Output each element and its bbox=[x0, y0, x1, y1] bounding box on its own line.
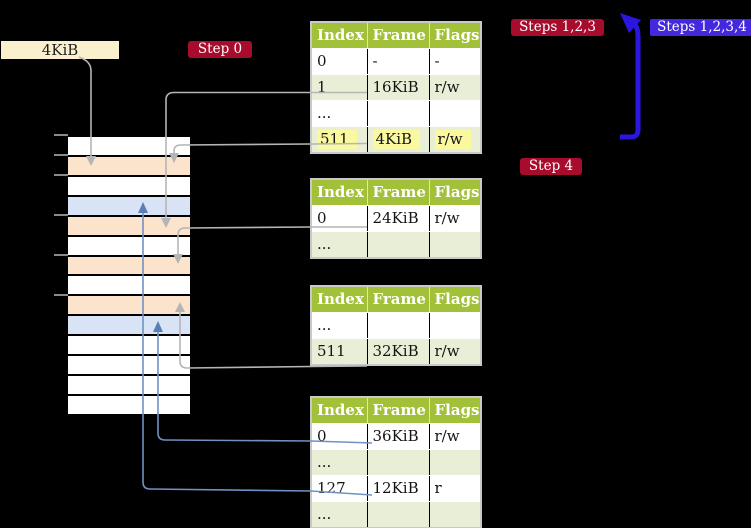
table-header-frame: Frame bbox=[366, 22, 429, 49]
memory-strip bbox=[68, 137, 190, 414]
table-cell bbox=[366, 501, 429, 528]
table-row: 0-- bbox=[311, 48, 481, 75]
table-row: 511 4KiB r/w bbox=[311, 126, 481, 154]
table-cell: 0 bbox=[311, 205, 367, 232]
memory-frame-row-white bbox=[68, 395, 190, 414]
table-cell: ... bbox=[311, 501, 367, 528]
memory-frame-row-blue bbox=[68, 316, 190, 335]
table-cell: - bbox=[428, 48, 481, 75]
table-row: ... bbox=[311, 312, 481, 339]
memory-frame-row-white bbox=[68, 376, 190, 394]
memory-tick bbox=[54, 294, 68, 296]
memory-frame-row-peach bbox=[68, 216, 190, 235]
table-cell bbox=[428, 449, 481, 476]
table-cell: r/w bbox=[428, 126, 481, 154]
table-cell: r/w bbox=[428, 74, 481, 101]
memory-frame-row-white bbox=[68, 356, 190, 375]
table-cell: 511 bbox=[311, 338, 367, 366]
memory-tick bbox=[54, 254, 68, 256]
table-cell: ... bbox=[311, 100, 367, 127]
table-cell: 32KiB bbox=[366, 338, 429, 366]
table-cell: ... bbox=[311, 231, 367, 259]
table-header-index: Index bbox=[311, 179, 367, 206]
table-header-index: Index bbox=[311, 397, 367, 424]
highlighted-value: 511 bbox=[317, 129, 357, 149]
table-cell: 4KiB bbox=[366, 126, 429, 154]
table-cell bbox=[366, 231, 429, 259]
table-row: ... bbox=[311, 100, 481, 127]
memory-tick bbox=[54, 214, 68, 216]
table-cell: 0 bbox=[311, 423, 367, 450]
table-cell: 16KiB bbox=[366, 74, 429, 101]
table-cell: 1 bbox=[311, 74, 367, 101]
memory-frame-row-white bbox=[68, 137, 190, 155]
table-cell: r/w bbox=[428, 205, 481, 232]
memory-frame-row-blue bbox=[68, 196, 190, 215]
table-header-flags: Flags bbox=[428, 22, 481, 49]
memory-frame-row-white bbox=[68, 336, 190, 355]
highlighted-value: 4KiB bbox=[372, 129, 421, 149]
table-header-index: Index bbox=[311, 22, 367, 49]
table-cell: 36KiB bbox=[366, 423, 429, 450]
loopback-arrow bbox=[620, 17, 641, 140]
memory-frame-row-white bbox=[68, 276, 190, 295]
table-header-flags: Flags bbox=[428, 179, 481, 206]
table-cell bbox=[428, 100, 481, 127]
table-header-flags: Flags bbox=[428, 397, 481, 424]
memory-tick bbox=[54, 154, 68, 156]
table-cell: 0 bbox=[311, 48, 367, 75]
table-cell: - bbox=[366, 48, 429, 75]
step4-badge: Step 4 bbox=[520, 158, 582, 175]
table-row: ... bbox=[311, 231, 481, 259]
table-row: ... bbox=[311, 501, 481, 528]
table-header-index: Index bbox=[311, 286, 367, 313]
table-cell bbox=[366, 449, 429, 476]
table-cell bbox=[428, 231, 481, 259]
table-cell: 24KiB bbox=[366, 205, 429, 232]
table-cell: r/w bbox=[428, 338, 481, 366]
table-row: ... bbox=[311, 449, 481, 476]
loopback-arrowhead bbox=[620, 13, 641, 33]
table-cell bbox=[366, 100, 429, 127]
table-cell: ... bbox=[311, 449, 367, 476]
table-cell: ... bbox=[311, 312, 367, 339]
table-cell: r bbox=[428, 475, 481, 502]
table-header-frame: Frame bbox=[366, 286, 429, 313]
steps1234-badge: Steps 1,2,3,4 bbox=[650, 19, 751, 36]
memory-frame-row-white bbox=[68, 176, 190, 195]
table-cell: 12KiB bbox=[366, 475, 429, 502]
table-header-frame: Frame bbox=[366, 179, 429, 206]
steps123-badge: Steps 1,2,3 bbox=[511, 19, 604, 36]
highlighted-value: r/w bbox=[434, 129, 471, 149]
step0-badge: Step 0 bbox=[188, 41, 252, 58]
table-cell bbox=[366, 312, 429, 339]
frame-size-label: 4KiB bbox=[1, 41, 119, 59]
memory-tick bbox=[54, 174, 68, 176]
memory-tick bbox=[54, 134, 68, 136]
table-header-frame: Frame bbox=[366, 397, 429, 424]
memory-frame-row-peach bbox=[68, 256, 190, 275]
memory-frame-row-peach bbox=[68, 156, 190, 175]
memory-frame-row-white bbox=[68, 236, 190, 255]
table-cell: 127 bbox=[311, 475, 367, 502]
table-header-flags: Flags bbox=[428, 286, 481, 313]
table-cell bbox=[428, 501, 481, 528]
table-cell: 511 bbox=[311, 126, 367, 154]
table-cell: r/w bbox=[428, 423, 481, 450]
memory-frame-row-peach bbox=[68, 296, 190, 315]
table-cell bbox=[428, 312, 481, 339]
